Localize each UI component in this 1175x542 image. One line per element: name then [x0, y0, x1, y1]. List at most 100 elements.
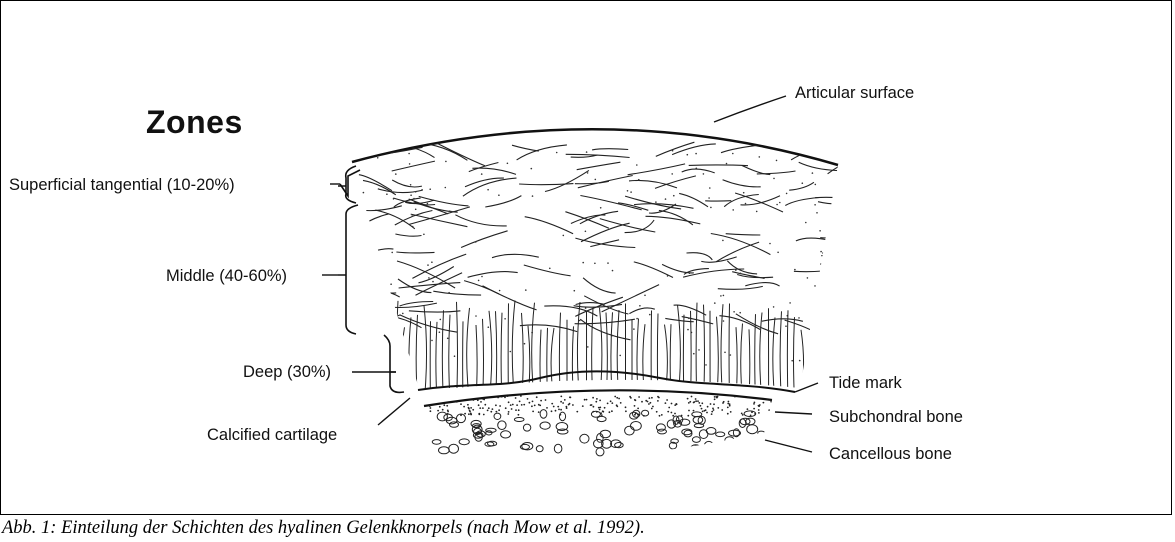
radial-fiber [721, 304, 723, 388]
stipple-dot [510, 351, 512, 353]
subchondral-dot [487, 410, 489, 412]
subchondral-dot [674, 413, 676, 415]
subchondral-dot [520, 395, 522, 397]
subchondral-dot [717, 407, 719, 409]
fiber-strand [395, 234, 421, 236]
stipple-dot [773, 178, 775, 180]
stipple-dot [759, 156, 761, 158]
subchondral-dot [558, 409, 560, 411]
stipple-dot [708, 197, 710, 199]
stipple-dot [369, 337, 371, 339]
subchondral-dot [610, 400, 612, 402]
cancellous-pore [729, 450, 736, 454]
subchondral-dot [713, 403, 715, 405]
stipple-dot [587, 346, 589, 348]
subchondral-dot [710, 403, 712, 405]
subchondral-dot [616, 404, 618, 406]
subchondral-dot [711, 413, 713, 415]
fiber-strand [396, 252, 434, 253]
fiber-strand [354, 284, 396, 293]
radial-fiber [476, 325, 477, 388]
cancellous-pore [682, 429, 692, 435]
fiber-strand [799, 162, 852, 170]
stipple-dot [807, 277, 809, 279]
subchondral-dot [614, 396, 616, 398]
radial-fiber [424, 306, 427, 388]
subchondral-dot [511, 408, 513, 410]
stipple-dot [777, 252, 779, 254]
radial-fiber [691, 311, 692, 388]
fiber-strand [492, 254, 539, 257]
subchondral-dot [638, 396, 640, 398]
stipple-dot [735, 269, 737, 271]
stipple-dot [730, 354, 732, 356]
radial-fiber [637, 319, 639, 389]
fiber-strand [464, 281, 499, 294]
radial-fiber [512, 300, 515, 388]
stipple-dot [368, 224, 370, 226]
cancellous-pore [439, 447, 450, 454]
cancellous-pore [685, 447, 696, 454]
stipple-dot [689, 272, 691, 274]
fiber-strand [625, 196, 681, 209]
subchondral-dot [482, 407, 484, 409]
stipple-dot [393, 198, 395, 200]
stipple-dot [687, 329, 689, 331]
subchondral-dot [656, 411, 658, 413]
subchondral-dot [483, 399, 485, 401]
subchondral-dot [727, 407, 729, 409]
stipple-dot [445, 187, 447, 189]
fiber-strand [687, 253, 713, 260]
subchondral-dot [770, 396, 772, 398]
stipple-dot [415, 209, 417, 211]
stipple-dot [819, 230, 821, 232]
fiber-strand [392, 180, 422, 187]
stipple-dot [636, 318, 638, 320]
stipple-dot [802, 182, 804, 184]
fiber-strand [469, 163, 499, 172]
radial-fiber [773, 317, 775, 388]
fiber-strand [679, 193, 708, 206]
stipple-dot [499, 290, 501, 292]
fiber-strand [455, 215, 506, 226]
cancellous-pore [625, 426, 635, 435]
stipple-dot [363, 299, 365, 301]
subchondral-dot [508, 411, 510, 413]
subchondral-dot [671, 403, 673, 405]
fiber-strand [580, 196, 641, 210]
subchondral-dot [671, 412, 673, 414]
subchondral-dot [609, 411, 611, 413]
figure-caption: Abb. 1: Einteilung der Schichten des hya… [2, 518, 645, 539]
zones-heading: Zones [146, 104, 243, 141]
stipple-dot [532, 195, 534, 197]
subchondral-dot [584, 399, 586, 401]
label-middle-zone: Middle (40-60%) [166, 267, 287, 286]
stipple-dot [714, 302, 716, 304]
stipple-dot [594, 263, 596, 265]
subchondral-dot [518, 409, 520, 411]
cancellous-pore [747, 425, 758, 434]
subchondral-dot [728, 401, 730, 403]
label-deep-zone: Deep (30%) [243, 363, 331, 382]
stipple-dot [415, 191, 417, 193]
subchondral-dot [695, 400, 697, 402]
stipple-dot [481, 276, 483, 278]
stipple-dot [823, 313, 825, 315]
stipple-dot [507, 163, 509, 165]
subchondral-dot [560, 409, 562, 411]
fiber-strand [485, 196, 521, 207]
stipple-dot [687, 154, 689, 156]
subchondral-dot [648, 403, 650, 405]
subchondral-dot [700, 405, 702, 407]
fiber-strand [364, 249, 394, 256]
stipple-dot [370, 332, 372, 334]
stipple-dot [820, 263, 822, 265]
radial-fiber [532, 303, 535, 388]
subchondral-dot [586, 399, 588, 401]
radial-fiber [736, 327, 737, 388]
subchondral-dot [635, 399, 637, 401]
stipple-dot [412, 226, 414, 228]
cancellous-pore [523, 424, 530, 431]
subchondral-dot [604, 407, 606, 409]
stipple-dot [732, 153, 734, 155]
